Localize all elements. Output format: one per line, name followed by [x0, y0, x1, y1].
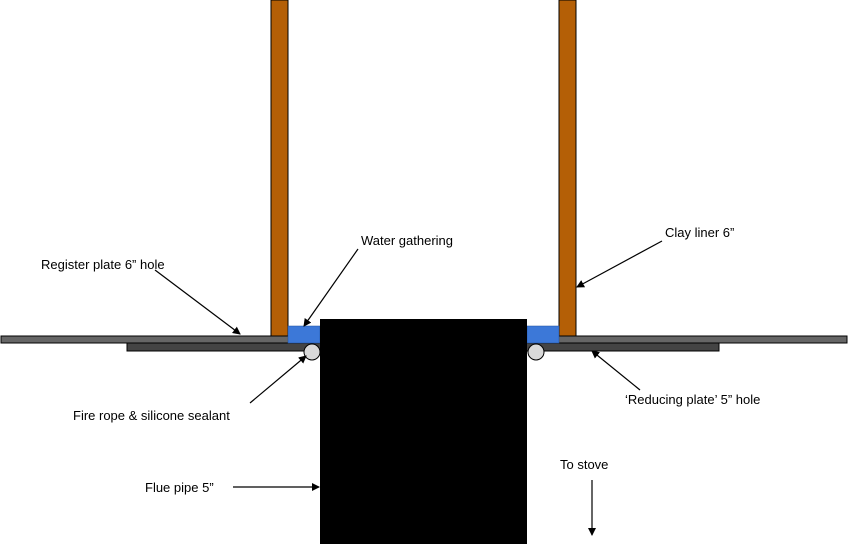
water-gathering-arrow [303, 248, 359, 327]
register-plate-label: Register plate 6” hole [41, 257, 165, 272]
reducing-plate-label: ‘Reducing plate’ 5” hole [625, 392, 761, 407]
to-stove-label: To stove [560, 457, 609, 472]
clay-liner-left [270, 0, 289, 337]
clay-liner-arrow [576, 240, 663, 288]
water-gathering-right [526, 325, 560, 344]
fire-rope-label: Fire rope & silicone sealant [73, 408, 230, 423]
fire-rope-right [527, 343, 545, 361]
fire-rope-left [303, 343, 321, 361]
flue-pipe-label: Flue pipe 5” [145, 480, 214, 495]
reducing-plate-arrow [591, 350, 641, 391]
fire-rope-arrow [249, 355, 307, 404]
flue-pipe [320, 319, 527, 544]
register-plate-arrow [154, 269, 241, 335]
water-gathering-label: Water gathering [361, 233, 454, 248]
clay-liner-label: Clay liner 6” [665, 225, 735, 240]
clay-liner-right [558, 0, 577, 337]
water-gathering-left [287, 325, 321, 344]
